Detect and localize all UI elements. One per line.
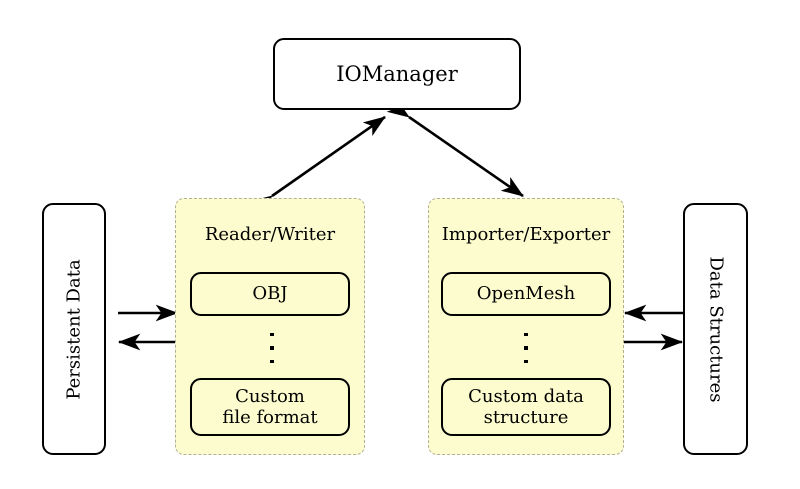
iomanager-node[interactable]: IOManager [273,38,521,110]
arrow-manager-importer-exporter [386,98,524,198]
persistent-data-node[interactable]: Persistent Data [42,203,106,455]
persistent-data-label: Persistent Data [63,258,85,400]
node-custom-file-format-line1: Custom [235,385,305,407]
arrow-manager-reader-writer [249,115,386,216]
panel-importer-exporter-title: Importer/Exporter [441,224,611,245]
node-custom-file-format[interactable]: Custom file format [190,378,350,436]
data-structures-label: Data Structures [705,255,727,403]
iomanager-label: IOManager [336,62,458,86]
node-custom-file-format-line2: file format [222,407,318,428]
ellipsis-importer-exporter [524,333,528,363]
node-custom-data-structure-line1: Custom data [468,385,584,407]
node-openmesh-label: OpenMesh [476,283,576,305]
node-custom-data-structure[interactable]: Custom data structure [441,378,611,436]
ellipsis-reader-writer [270,333,274,363]
node-custom-data-structure-line2: structure [483,407,569,428]
node-obj[interactable]: OBJ [190,272,350,316]
data-structures-node[interactable]: Data Structures [683,203,748,455]
node-openmesh[interactable]: OpenMesh [441,272,611,316]
node-obj-label: OBJ [252,283,288,305]
panel-reader-writer-title: Reader/Writer [204,224,336,245]
